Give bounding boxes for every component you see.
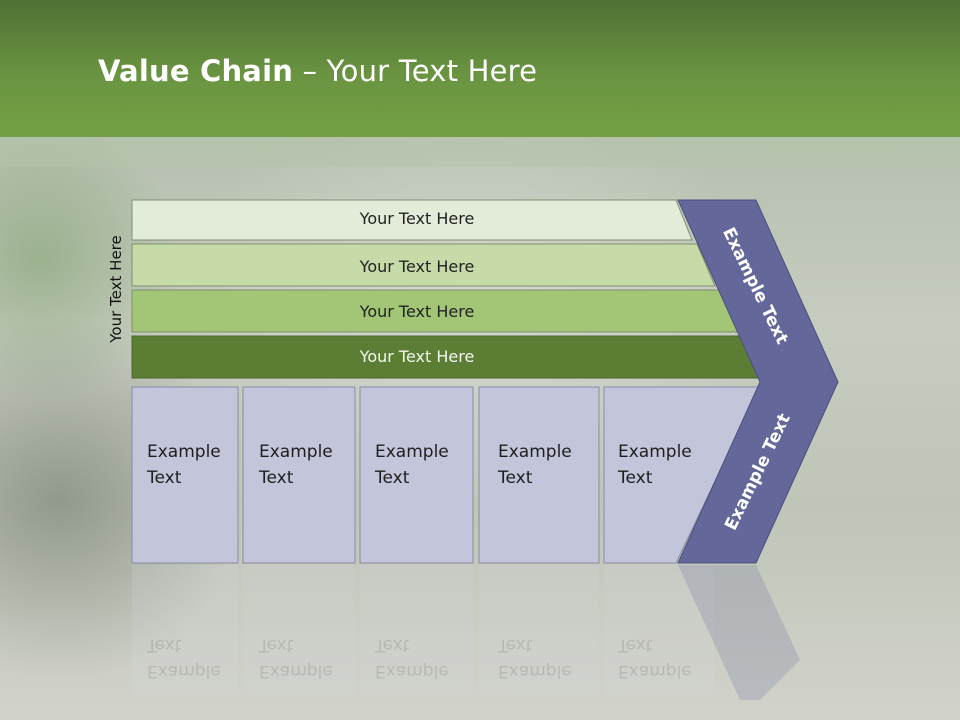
title-bar [0,0,960,137]
band-1-label: Your Text Here [359,209,475,228]
cards-reflection [132,565,714,695]
card-5-shape [603,386,761,564]
slide-title-rest: – Your Text Here [293,54,538,88]
card-1-line1: Example [147,442,221,462]
chevron-shape [677,199,839,564]
band-1-shape [131,199,693,241]
slide-title: Value Chain – Your Text Here [98,54,537,88]
card-3-shape [359,386,474,564]
card-3-line1: Example [375,442,449,462]
card-1-shape [131,386,239,564]
slide-title-bold: Value Chain [98,54,294,88]
header-strip [0,137,960,167]
band-4-label: Your Text Here [359,347,475,366]
card-3-line2: Text [375,468,410,488]
card-2-shape [242,386,356,564]
card-2-line1: Example [259,442,333,462]
chevron-reflection [678,565,800,700]
card-5-line2: Text [618,468,653,488]
band-2-label: Your Text Here [359,257,475,276]
card-2-line2: Text [259,468,294,488]
band-3-label: Your Text Here [359,302,475,321]
card-4-line2: Text [498,468,533,488]
card-1-line2: Text [147,468,182,488]
card-4-shape [478,386,600,564]
card-4-line1: Example [498,442,572,462]
band-2-shape [131,243,716,287]
card-5-line1: Example [618,442,692,462]
